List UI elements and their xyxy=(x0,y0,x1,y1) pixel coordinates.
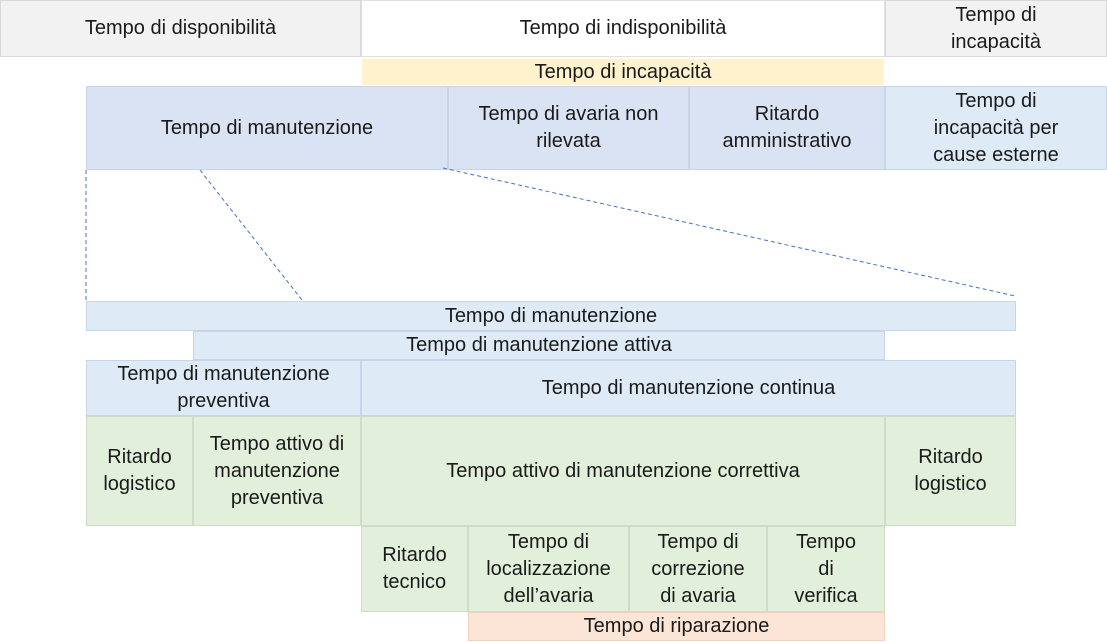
logistic-delay-right-box: Ritardo logistico xyxy=(885,416,1016,526)
active-preventive-label: Tempo attivo di manutenzione preventiva xyxy=(209,432,345,509)
unavailability-time-label: Tempo di indisponibilità xyxy=(519,17,727,39)
continuous-maintenance-label: Tempo di manutenzione continua xyxy=(541,376,836,399)
active-corrective-label: Tempo attivo di manutenzione correttiva xyxy=(446,459,800,482)
availability-time-label: Tempo di disponibilità xyxy=(84,17,277,39)
fault-correction-box: Tempo di correzione di avaria xyxy=(629,526,767,612)
active-corrective-box: Tempo attivo di manutenzione correttiva xyxy=(361,416,885,526)
connector-line-right xyxy=(442,167,1016,297)
active-preventive-box: Tempo attivo di manutenzione preventiva xyxy=(193,416,361,526)
logistic-delay-left-box: Ritardo logistico xyxy=(86,416,193,526)
continuous-maintenance-box: Tempo di manutenzione continua xyxy=(361,360,1016,416)
undetected-failure-time-label: Tempo di avaria non rilevata xyxy=(478,103,659,152)
external-causes-label: Tempo di incapacità per cause esterne xyxy=(933,89,1059,166)
logistic-delay-right-label: Ritardo logistico xyxy=(914,446,987,495)
fault-correction-label: Tempo di correzione di avaria xyxy=(651,530,745,607)
maintenance-time-detail-label: Tempo di manutenzione xyxy=(444,304,658,327)
connector-line-middle xyxy=(199,169,303,301)
fault-localization-label: Tempo di localizzazione dell’avaria xyxy=(486,530,611,607)
technical-delay-label: Ritardo tecnico xyxy=(382,544,447,593)
availability-time-box: Tempo di disponibilità xyxy=(0,0,361,57)
repair-time-label: Tempo di riparazione xyxy=(583,615,770,637)
maintenance-time-label: Tempo di manutenzione xyxy=(160,116,374,139)
incapacity-time-bar: Tempo di incapacità xyxy=(361,58,885,86)
fault-localization-box: Tempo di localizzazione dell’avaria xyxy=(468,526,629,612)
technical-delay-box: Ritardo tecnico xyxy=(361,526,468,612)
incapacity-time-top-box: Tempo di incapacità xyxy=(885,0,1107,57)
active-maintenance-box: Tempo di manutenzione attiva xyxy=(193,331,885,360)
maintenance-time-detail-box: Tempo di manutenzione xyxy=(86,301,1016,331)
active-maintenance-label: Tempo di manutenzione attiva xyxy=(406,334,672,356)
unavailability-time-box: Tempo di indisponibilità xyxy=(361,0,885,57)
preventive-maintenance-label: Tempo di manutenzione preventiva xyxy=(117,363,330,412)
verification-label: Tempo di verifica xyxy=(794,530,858,607)
undetected-failure-time-box: Tempo di avaria non rilevata xyxy=(448,86,689,170)
administrative-delay-box: Ritardo amministrativo xyxy=(689,86,885,170)
incapacity-time-bar-label: Tempo di incapacità xyxy=(534,60,712,83)
incapacity-time-top-label: Tempo di incapacità xyxy=(950,3,1042,53)
repair-time-bar: Tempo di riparazione xyxy=(468,612,885,641)
preventive-maintenance-box: Tempo di manutenzione preventiva xyxy=(86,360,361,416)
logistic-delay-left-label: Ritardo logistico xyxy=(103,446,176,495)
maintenance-time-box: Tempo di manutenzione xyxy=(86,86,448,170)
administrative-delay-label: Ritardo amministrativo xyxy=(722,103,852,152)
verification-box: Tempo di verifica xyxy=(767,526,885,612)
